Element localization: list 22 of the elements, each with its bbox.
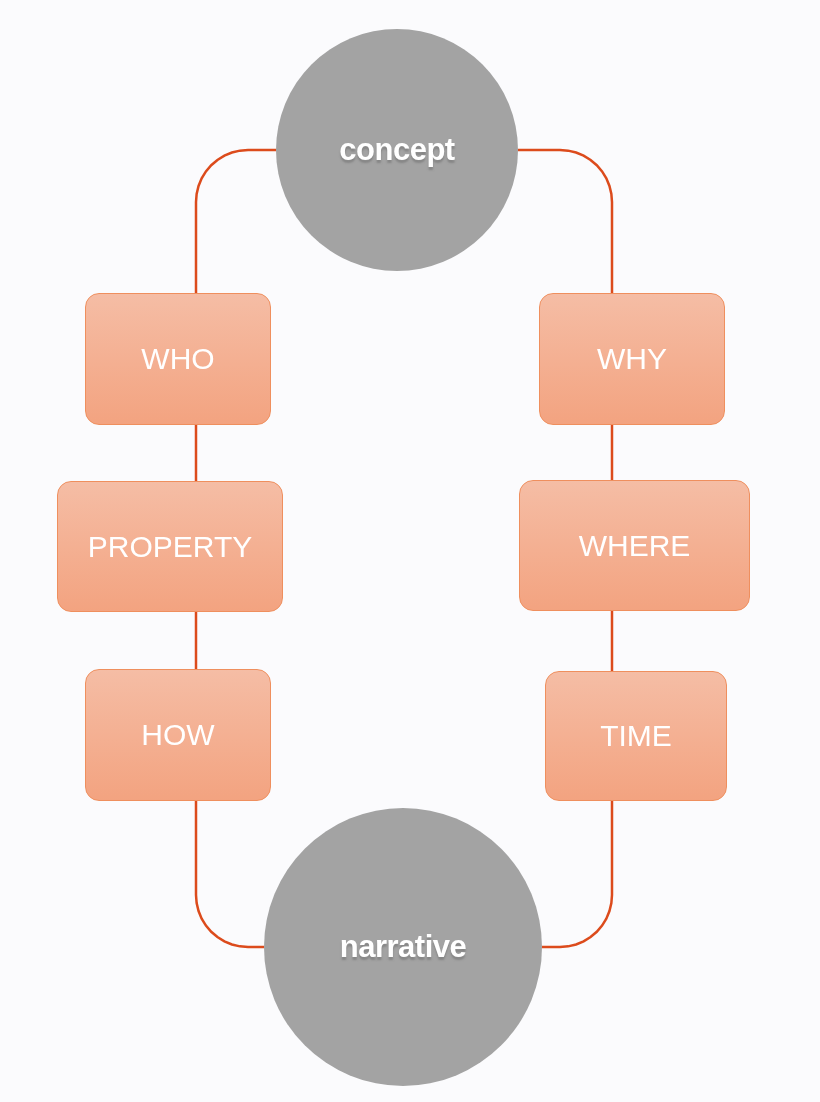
node-label: WHERE [578,528,691,563]
node-label: PROPERTY [87,529,253,564]
node-label: HOW [141,718,215,752]
connector-line [194,148,276,293]
node-label: concept [339,132,455,168]
category-box [85,669,271,801]
category-box [545,671,727,801]
category-box [57,481,283,612]
connector-line [194,801,264,949]
connector-line [194,612,198,669]
connector-line [610,611,614,671]
node-label: narrative [339,929,467,965]
category-box [539,293,725,425]
category-box [85,293,271,425]
connector-line [610,425,614,480]
connector-line [542,801,614,949]
connector-line [194,425,198,481]
node-label: WHY [597,342,667,376]
node-label: WHO [141,342,215,376]
category-box [519,480,750,611]
node-label: TIME [600,719,672,753]
connector-line [518,148,614,293]
